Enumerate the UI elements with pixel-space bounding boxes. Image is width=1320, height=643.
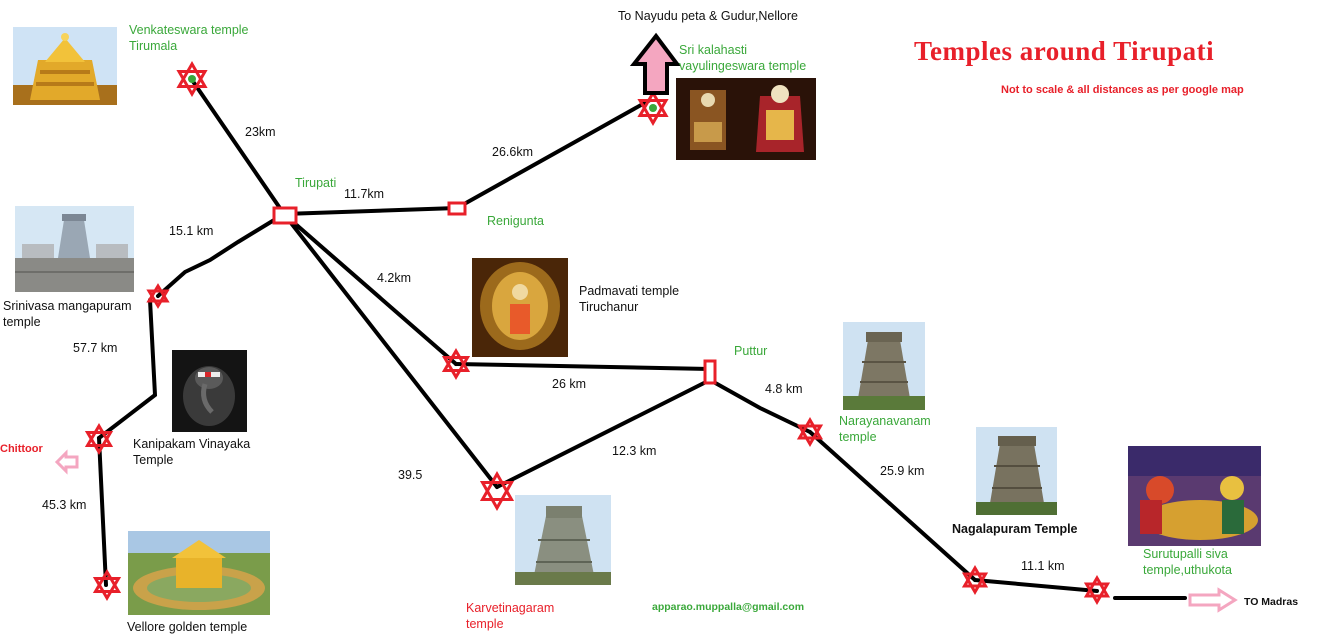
- map-title: Temples around Tirupati: [914, 36, 1215, 66]
- place-label-kanipakam: Kanipakam Vinayaka Temple: [133, 437, 251, 467]
- venkateswara-star-icon: [176, 61, 208, 97]
- place-label-vellore: Vellore golden temple: [127, 620, 248, 634]
- place-label-surutupalli: Surutupalli siva temple,uthukota: [1143, 547, 1232, 577]
- route-karvetinagaram-puttur: [495, 378, 712, 489]
- distance-label: 57.7 km: [73, 341, 118, 355]
- place-label-nagalapuram: Nagalapuram Temple: [952, 522, 1078, 536]
- route-tirupati-karvetinagaram: [282, 212, 499, 489]
- narayanavanam-star-icon: [796, 417, 824, 447]
- puttur-node: [703, 359, 717, 385]
- north-arrow-icon: [629, 32, 681, 95]
- route-padmavati-puttur: [454, 362, 712, 371]
- karvetinagaram-star-icon: [479, 470, 515, 512]
- distance-label: 25.9 km: [880, 464, 925, 478]
- distance-label: 26.6km: [492, 145, 533, 159]
- tirumala-temple-photo: [13, 27, 117, 105]
- map-subtitle: Not to scale & all distances as per goog…: [1001, 84, 1244, 96]
- srinivasa-temple-photo: [15, 206, 134, 292]
- nagalapuram-temple-photo: [976, 427, 1057, 515]
- distance-label: 23km: [245, 125, 276, 139]
- renigunta-node: [447, 201, 467, 216]
- place-label-karvetinagaram: Karvetinagaram temple: [466, 601, 555, 631]
- kalahasti-star-icon: [637, 90, 669, 126]
- west-arrow-icon: [54, 449, 79, 475]
- route-narayanavanam-nagalapuram: [808, 430, 977, 582]
- place-label-srikalahasti: Sri kalahasti vayulingeswara temple: [679, 43, 807, 73]
- east-arrow-icon: [1188, 587, 1238, 613]
- route-puttur-narayanavanam: [708, 378, 812, 434]
- distance-label: 4.2km: [377, 271, 412, 285]
- tirupati-node: [272, 206, 298, 225]
- place-label-padmavati: Padmavati temple Tiruchanur: [579, 284, 680, 314]
- route-srinivasa-kanipakam: [97, 298, 158, 440]
- vellore-star-icon: [92, 569, 122, 601]
- srinivasa-star-icon: [146, 283, 170, 309]
- kanipakam-star-icon: [84, 423, 114, 455]
- route-tirumala-tirupati: [190, 78, 286, 216]
- distance-label: 26 km: [552, 377, 587, 391]
- distance-label: 11.1 km: [1021, 559, 1065, 573]
- distance-label: 11.7km: [344, 187, 385, 201]
- right-direction-label: TO Madras: [1244, 596, 1299, 608]
- route-nagalapuram-surutupalli: [973, 578, 1099, 593]
- kalahasti-temple-photo: [676, 78, 816, 160]
- route-tirupati-renigunta: [282, 206, 459, 216]
- route-kanipakam-vellore: [97, 436, 108, 587]
- left-direction-label: Chittoor: [0, 443, 43, 455]
- surutupalli-temple-photo: [1128, 446, 1261, 546]
- route-renigunta-kalahasti: [455, 98, 652, 210]
- place-label-puttur: Puttur: [734, 344, 768, 358]
- distance-label: 39.5: [398, 468, 423, 482]
- vellore-golden-temple-photo: [128, 531, 270, 615]
- top-direction-label: To Nayudu peta & Gudur,Nellore: [618, 9, 798, 23]
- nagalapuram-star-icon: [961, 565, 989, 595]
- distance-label: 4.8 km: [765, 382, 803, 396]
- distance-label: 45.3 km: [42, 498, 87, 512]
- place-label-narayanavanam: Narayanavanam temple: [839, 414, 931, 444]
- place-label-tirupati: Tirupati: [295, 176, 337, 190]
- route-tirupati-padmavati: [282, 212, 458, 366]
- place-label-venkateswara: Venkateswara temple Tirumala: [129, 23, 249, 53]
- distance-label: 12.3 km: [612, 444, 657, 458]
- surutupalli-star-icon: [1083, 575, 1111, 605]
- route-tirupati-srinivasa: [156, 212, 286, 298]
- email-credit: apparao.muppalla@gmail.com: [652, 601, 805, 613]
- place-label-renigunta: Renigunta: [487, 214, 544, 228]
- kanipakam-ganesha-photo: [172, 350, 247, 432]
- narayanavanam-temple-photo: [843, 322, 925, 410]
- place-label-srinivasa: Srinivasa mangapuram temple: [3, 299, 132, 329]
- padmavati-temple-photo: [472, 258, 568, 357]
- distance-label: 15.1 km: [169, 224, 214, 238]
- padmavati-star-icon: [441, 348, 471, 380]
- karvetinagaram-temple-photo: [515, 495, 611, 585]
